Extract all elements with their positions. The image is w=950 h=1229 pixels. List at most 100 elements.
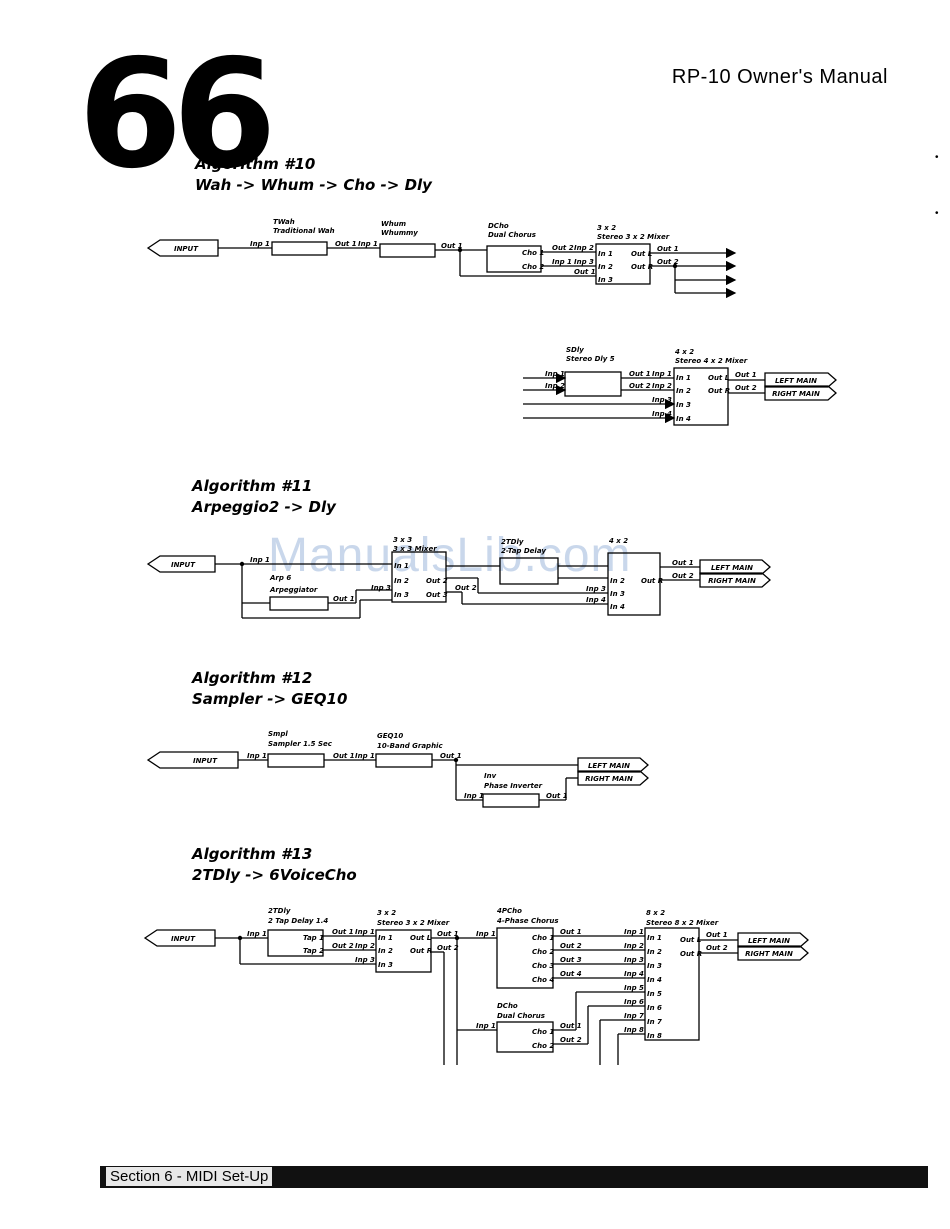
algorithm-11-title: Algorithm #11 Arpeggio2 -> Dly — [192, 476, 336, 518]
4pcho-block — [496, 927, 554, 989]
sampler-block — [267, 753, 325, 768]
wire-label: Out 2 — [437, 944, 459, 952]
wire-label: Inp 1 — [247, 930, 267, 938]
wire-label: Inp 5 — [624, 984, 644, 992]
wire-label: Inp 3 — [371, 584, 391, 592]
block-code: Whum — [381, 220, 406, 228]
wire-label: Inp 1 — [250, 556, 270, 564]
twah-block — [271, 241, 328, 256]
wire-label: Out 1 — [441, 242, 463, 250]
right-main-tag — [737, 945, 809, 961]
port-label: In 3 — [676, 401, 691, 409]
wire-label: Inp 1 — [624, 928, 644, 936]
wire-label: Inp 7 — [624, 1012, 644, 1020]
port-label: Out L — [680, 936, 701, 944]
block-name: Sampler 1.5 Sec — [268, 740, 333, 748]
block-code: 8 x 2 — [646, 909, 665, 917]
port-label: In 1 — [378, 934, 393, 942]
io-input-label: INPUT — [193, 757, 218, 765]
left-main-tag — [699, 559, 771, 575]
port-label: In 2 — [647, 948, 662, 956]
block-code: 4PCho — [497, 907, 522, 915]
wire-label: Out 1 — [560, 1022, 582, 1030]
mixer-3x2-block — [595, 243, 651, 285]
wire-label: Inp 2 — [355, 942, 375, 950]
io-input-label: INPUT — [171, 935, 196, 943]
block-code: GEQ10 — [377, 732, 403, 740]
io-input-label: INPUT — [171, 561, 196, 569]
wire-label: Inp 3 — [586, 585, 606, 593]
io-left-label: LEFT MAIN — [588, 762, 630, 770]
wire-label: Out 1 — [735, 371, 757, 379]
wire-label: Out 2 — [332, 942, 354, 950]
mixer-4x2-block — [673, 367, 729, 426]
block-code: Smpl — [268, 730, 288, 738]
port-label: Out 2 — [426, 577, 448, 585]
wire-label: Out 4 — [560, 970, 582, 978]
wire-label: Inp 2 — [574, 244, 594, 252]
algorithm-chain: Wah -> Whum -> Cho -> Dly — [195, 176, 432, 194]
wire-label: Inp 1 — [476, 1022, 496, 1030]
block-code: Inv — [484, 772, 497, 780]
port-label: Tap 1 — [303, 934, 324, 942]
wire-label: Out 1 — [333, 752, 355, 760]
wire-label: Inp 1 — [355, 928, 375, 936]
io-right-label: RIGHT MAIN — [745, 950, 793, 958]
block-name: Stereo 3 x 2 Mixer — [597, 233, 670, 241]
port-label: Out R — [631, 263, 653, 271]
wire-label: Inp 1 — [250, 240, 270, 248]
block-code: Arp 6 — [269, 574, 291, 582]
port-label: In 3 — [598, 276, 613, 284]
block-code: 3 x 2 — [597, 224, 616, 232]
algorithm-10-diagram — [146, 239, 837, 426]
block-code: DCho — [497, 1002, 518, 1010]
wire-label: Inp 4 — [586, 596, 606, 604]
port-label: In 7 — [647, 1018, 662, 1026]
block-name: 3 x 3 Mixer — [393, 545, 437, 553]
wire-label: Out 2 — [735, 384, 757, 392]
dcho-block — [496, 1021, 554, 1053]
wire-label: Out 1 — [560, 928, 582, 936]
port-label: Cho 1 — [532, 1028, 554, 1036]
mixer-8x2-block — [644, 927, 700, 1041]
wire-label: Inp 1 — [476, 930, 496, 938]
wire-label: Out 1 — [335, 240, 357, 248]
wire-label: Out 1 — [657, 245, 679, 253]
wire-label: Out 1 — [333, 595, 355, 603]
edge-dot: • — [935, 152, 939, 163]
algorithm-10-title: Algorithm #10 Wah -> Whum -> Cho -> Dly — [195, 154, 432, 196]
io-input-label: INPUT — [174, 245, 199, 253]
port-label: In 8 — [647, 1032, 662, 1040]
wire-label: Out 1 — [574, 268, 596, 276]
block-name: Whummy — [381, 229, 418, 237]
block-code: TWah — [273, 218, 295, 226]
algorithm-name: Algorithm #11 — [192, 477, 313, 495]
port-label: Out L — [631, 250, 652, 258]
block-name: Stereo 8 x 2 Mixer — [646, 919, 719, 927]
block-code: 2TDly — [501, 538, 524, 546]
port-label: In 2 — [610, 577, 625, 585]
wire-label: Inp 3 — [624, 956, 644, 964]
port-label: Out L — [708, 374, 729, 382]
manual-title: RP-10 Owner's Manual — [671, 66, 888, 88]
port-label: In 1 — [647, 934, 662, 942]
mixer-3x3-block — [391, 551, 447, 603]
geq10-block — [375, 753, 433, 768]
port-label: Out L — [410, 934, 431, 942]
port-label: Out R — [410, 947, 432, 955]
port-label: Out 3 — [426, 591, 448, 599]
footer-bar — [100, 1166, 928, 1188]
wire-label: Inp 1 — [652, 370, 672, 378]
algorithm-chain: Arpeggio2 -> Dly — [192, 498, 336, 516]
wire-label: Out 2 — [672, 572, 694, 580]
wire-label: Out 1 — [332, 928, 354, 936]
port-label: In 2 — [676, 387, 691, 395]
port-label: In 5 — [647, 990, 662, 998]
wire-label: Out 3 — [560, 956, 582, 964]
wire-label: Out 1 — [546, 792, 568, 800]
algorithm-11-diagram — [146, 551, 771, 619]
footer-section-label: Section 6 - MIDI Set-Up — [106, 1167, 273, 1186]
mixer-3x2-block — [375, 929, 432, 973]
block-code: 4 x 2 — [675, 348, 694, 356]
